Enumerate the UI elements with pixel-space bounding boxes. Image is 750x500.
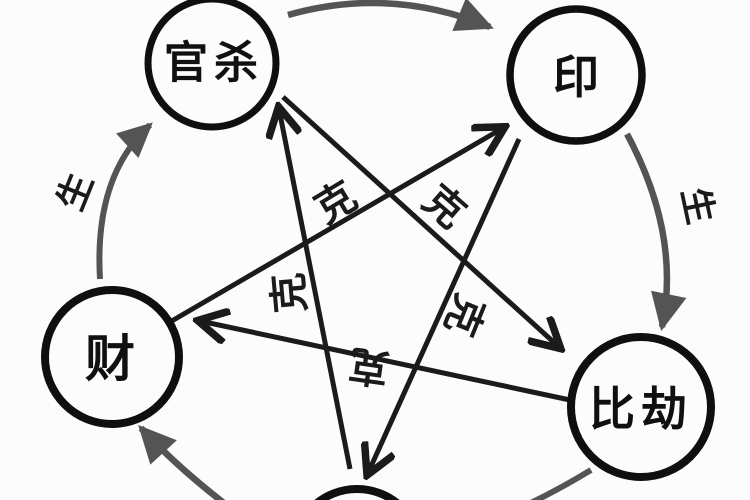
generate-arrow-bijie-to-bottom [530, 467, 593, 500]
generate-arrow-guansha-to-yin [287, 0, 494, 32]
node-circle-cai [41, 286, 183, 428]
overcome-arrow-guansha-to-bijie [281, 95, 559, 347]
node-label-guansha: 官杀 [164, 38, 264, 89]
overcome-label-bijie-cai: 克 [346, 340, 392, 391]
overcome-arrow-yin-to-bottom [368, 137, 522, 473]
node-label-yin: 印 [553, 50, 599, 104]
node-circle-guansha [144, 0, 280, 131]
generate-arrow-yin-to-bijie [624, 132, 687, 332]
overcome-label-bottom-guansha: 克 [265, 271, 314, 315]
generate-label-right: 生 [673, 184, 721, 228]
generate-label-left: 生 [50, 168, 102, 217]
overcome-label-yin-bottom: 克 [435, 288, 493, 342]
overcome-arrow-bottom-to-guansha [279, 109, 353, 470]
overcome-arrow-bijie-to-cai [200, 321, 571, 403]
node-label-bijie: 比劫 [589, 382, 693, 436]
generate-arrow-cai-to-guansha [96, 122, 153, 280]
node-circle-bijie [567, 333, 715, 481]
node-circle-bottom [314, 485, 400, 500]
overcome-label-guansha-bijie: 克 [414, 177, 474, 238]
node-label-cai: 财 [85, 330, 135, 388]
overcome-label-cai-yin: 克 [307, 173, 365, 233]
generate-arrow-bottom-to-cai [138, 424, 226, 500]
node-circle-yin [506, 5, 646, 145]
overcome-arrow-cai-to-yin [168, 128, 503, 325]
